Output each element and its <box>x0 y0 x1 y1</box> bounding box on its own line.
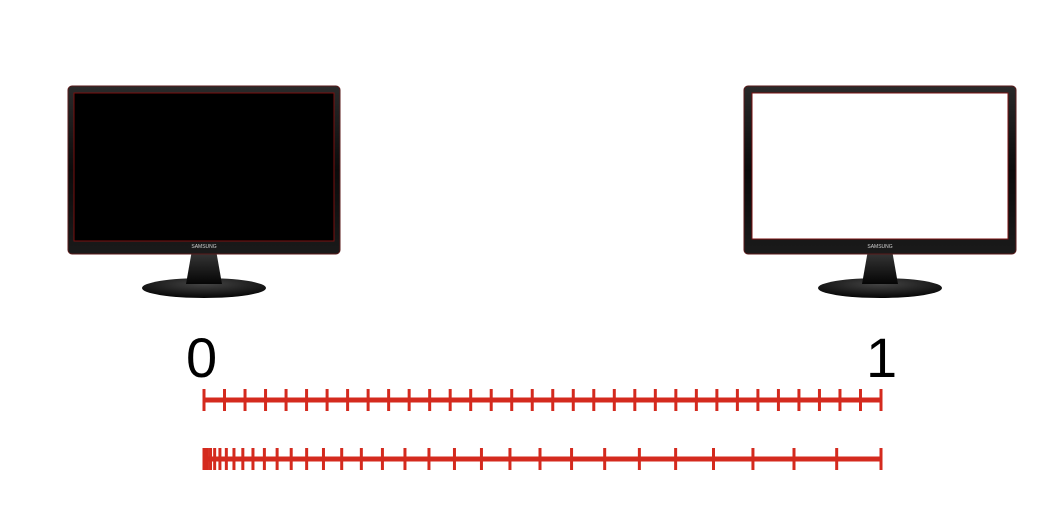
monitor-screen-black <box>73 92 335 242</box>
monitor-stand <box>818 250 942 298</box>
brand-logo: SAMSUNG <box>191 244 216 250</box>
gamma-scale <box>202 448 883 470</box>
monitor-black: SAMSUNG <box>67 85 341 298</box>
linear-scale <box>202 389 883 411</box>
scale-max-label: 1 <box>866 326 898 389</box>
scale-min-label: 0 <box>186 326 218 389</box>
monitor-screen-white <box>751 92 1009 240</box>
monitor-white: SAMSUNG <box>743 85 1017 298</box>
brand-logo: SAMSUNG <box>867 244 892 250</box>
monitor-stand <box>142 250 266 298</box>
